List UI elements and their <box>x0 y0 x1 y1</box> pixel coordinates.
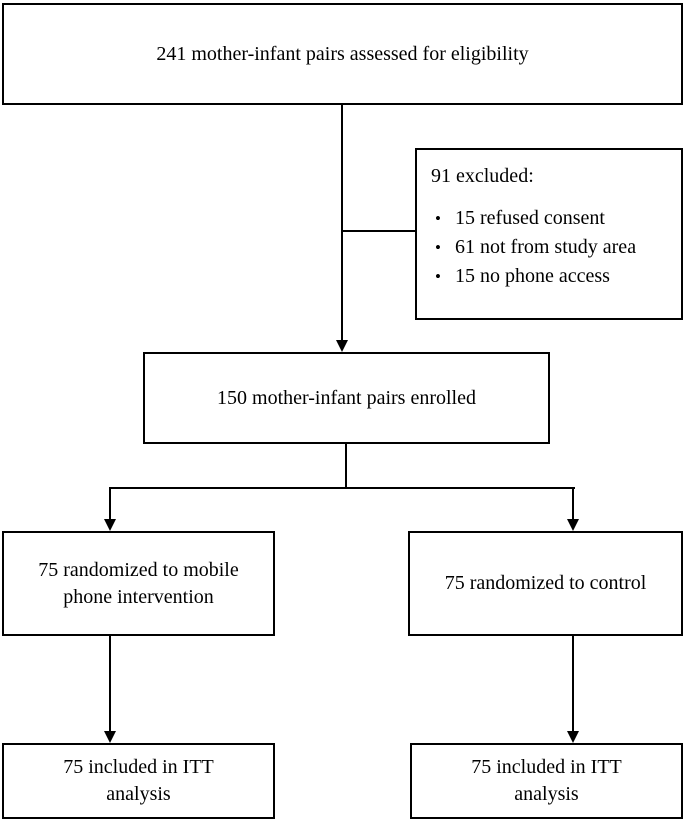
excluded-reason-item: 15 refused consent <box>431 204 636 233</box>
arrow-down-itt-intervention <box>104 731 116 743</box>
control-box: 75 randomized to control <box>408 531 683 636</box>
connector-assessed-enrolled <box>341 105 343 341</box>
excluded-box: 91 excluded: 15 refused consent 61 not f… <box>415 148 683 320</box>
intervention-box: 75 randomized to mobile phone interventi… <box>2 531 275 636</box>
excluded-reasons-list: 15 refused consent 61 not from study are… <box>431 204 636 291</box>
itt-intervention-text-line: 75 included in ITT <box>63 756 214 778</box>
intervention-text-line: phone intervention <box>63 585 214 608</box>
excluded-reason-item: 15 no phone access <box>431 262 636 291</box>
connector-excluded-branch <box>342 230 415 232</box>
arrow-down-enrolled <box>336 340 348 352</box>
itt-intervention-box: 75 included in ITT analysis <box>2 743 275 819</box>
itt-control-box: 75 included in ITT analysis <box>410 743 683 819</box>
connector-control-itt <box>572 636 574 732</box>
assessed-eligibility-text: 241 mother-infant pairs assessed for eli… <box>156 42 529 65</box>
itt-intervention-text-line: analysis <box>106 783 171 805</box>
enrolled-box: 150 mother-infant pairs enrolled <box>143 352 550 444</box>
connector-intervention-itt <box>109 636 111 732</box>
assessed-eligibility-box: 241 mother-infant pairs assessed for eli… <box>2 3 683 105</box>
connector-branch-horizontal <box>109 487 575 489</box>
connector-branch-intervention <box>109 487 111 520</box>
arrow-down-intervention <box>104 519 116 531</box>
arrow-down-control <box>567 519 579 531</box>
intervention-text-line: 75 randomized to mobile <box>38 558 239 581</box>
connector-branch-control <box>572 487 574 520</box>
enrolled-text: 150 mother-infant pairs enrolled <box>217 386 476 409</box>
itt-control-text-line: analysis <box>514 783 579 805</box>
connector-enrolled-branch <box>345 444 347 489</box>
arrow-down-itt-control <box>567 731 579 743</box>
excluded-reason-item: 61 not from study area <box>431 233 636 262</box>
control-text: 75 randomized to control <box>444 572 647 594</box>
itt-control-text-line: 75 included in ITT <box>471 756 622 778</box>
excluded-title: 91 excluded: <box>431 165 534 187</box>
